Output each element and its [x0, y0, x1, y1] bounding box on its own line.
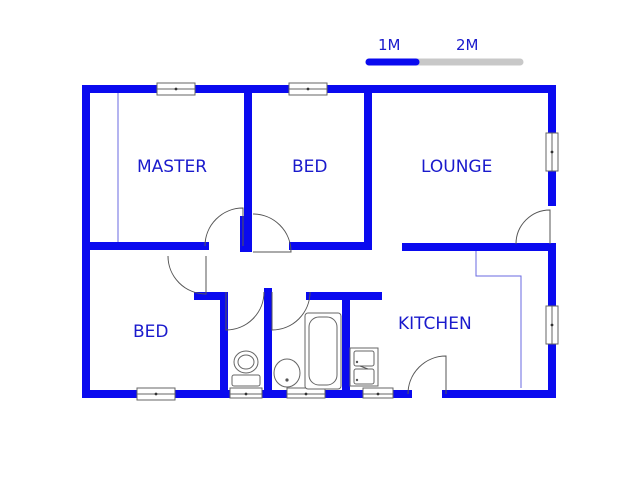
door-kitchen-exit [407, 355, 447, 395]
room-label-master: MASTER [137, 157, 207, 177]
room-label-bed-top: BED [292, 157, 328, 177]
door-master [204, 207, 244, 247]
kitchen-counter-line [475, 250, 522, 388]
window-bed-top [288, 82, 328, 96]
window-bath-1 [229, 387, 263, 399]
window-lounge [545, 132, 559, 172]
scale-bar: 1M 2M [365, 36, 524, 66]
double-sink-icon [349, 347, 379, 387]
door-lounge-entry [515, 209, 551, 245]
windows [136, 82, 559, 401]
door-bed-bottom [167, 255, 207, 295]
doors [167, 207, 551, 395]
fixtures [231, 312, 379, 390]
door-bed-top [252, 213, 292, 253]
bathtub-icon [304, 312, 342, 390]
room-label-lounge: LOUNGE [421, 157, 492, 177]
toilet-icon [231, 350, 261, 387]
scale-label-1m: 1M [378, 36, 401, 54]
window-master [156, 82, 196, 96]
room-label-kitchen: KITCHEN [398, 314, 472, 334]
window-kitchen-bottom [362, 387, 394, 399]
window-bed-bottom [136, 387, 176, 401]
room-label-bed-bottom: BED [133, 322, 169, 342]
room-labels: MASTER BED LOUNGE BED KITCHEN [133, 157, 492, 342]
door-bath-2 [271, 291, 311, 331]
basin-icon [273, 358, 301, 388]
scale-label-2m: 2M [456, 36, 479, 54]
interior-walls [82, 85, 556, 398]
window-kitchen [545, 305, 559, 345]
door-bath-1 [225, 291, 265, 331]
